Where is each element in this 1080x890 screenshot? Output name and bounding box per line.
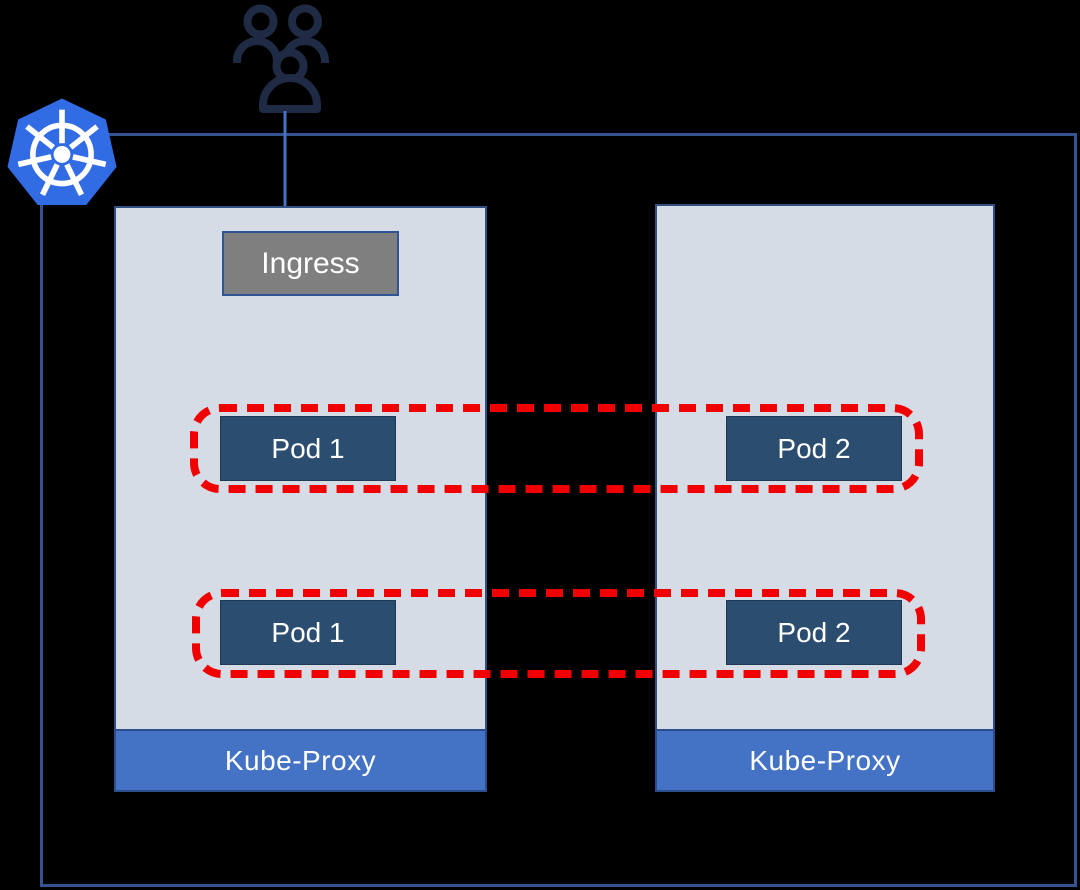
pod-box: Pod 1 <box>220 600 396 665</box>
ingress-label: Ingress <box>261 246 360 280</box>
pod-box: Pod 2 <box>726 600 902 665</box>
kubernetes-logo-icon <box>7 98 117 205</box>
pod-label: Pod 2 <box>777 616 851 648</box>
pod-box: Pod 1 <box>220 416 396 481</box>
pod-label: Pod 2 <box>777 432 851 464</box>
users-icon <box>233 4 329 113</box>
kube-proxy-label: Kube-Proxy <box>224 744 377 776</box>
pod-label: Pod 1 <box>271 616 345 648</box>
kube-proxy-bar: Kube-Proxy <box>114 729 487 792</box>
pod-box: Pod 2 <box>726 416 902 481</box>
pod-label: Pod 1 <box>271 432 345 464</box>
node-panel-2: Kube-Proxy <box>655 204 995 792</box>
node-panel-1: Kube-Proxy <box>114 206 487 792</box>
kube-proxy-bar: Kube-Proxy <box>655 729 995 792</box>
ingress-box: Ingress <box>222 231 399 296</box>
cluster-boundary <box>40 133 1077 887</box>
kube-proxy-label: Kube-Proxy <box>749 744 901 776</box>
